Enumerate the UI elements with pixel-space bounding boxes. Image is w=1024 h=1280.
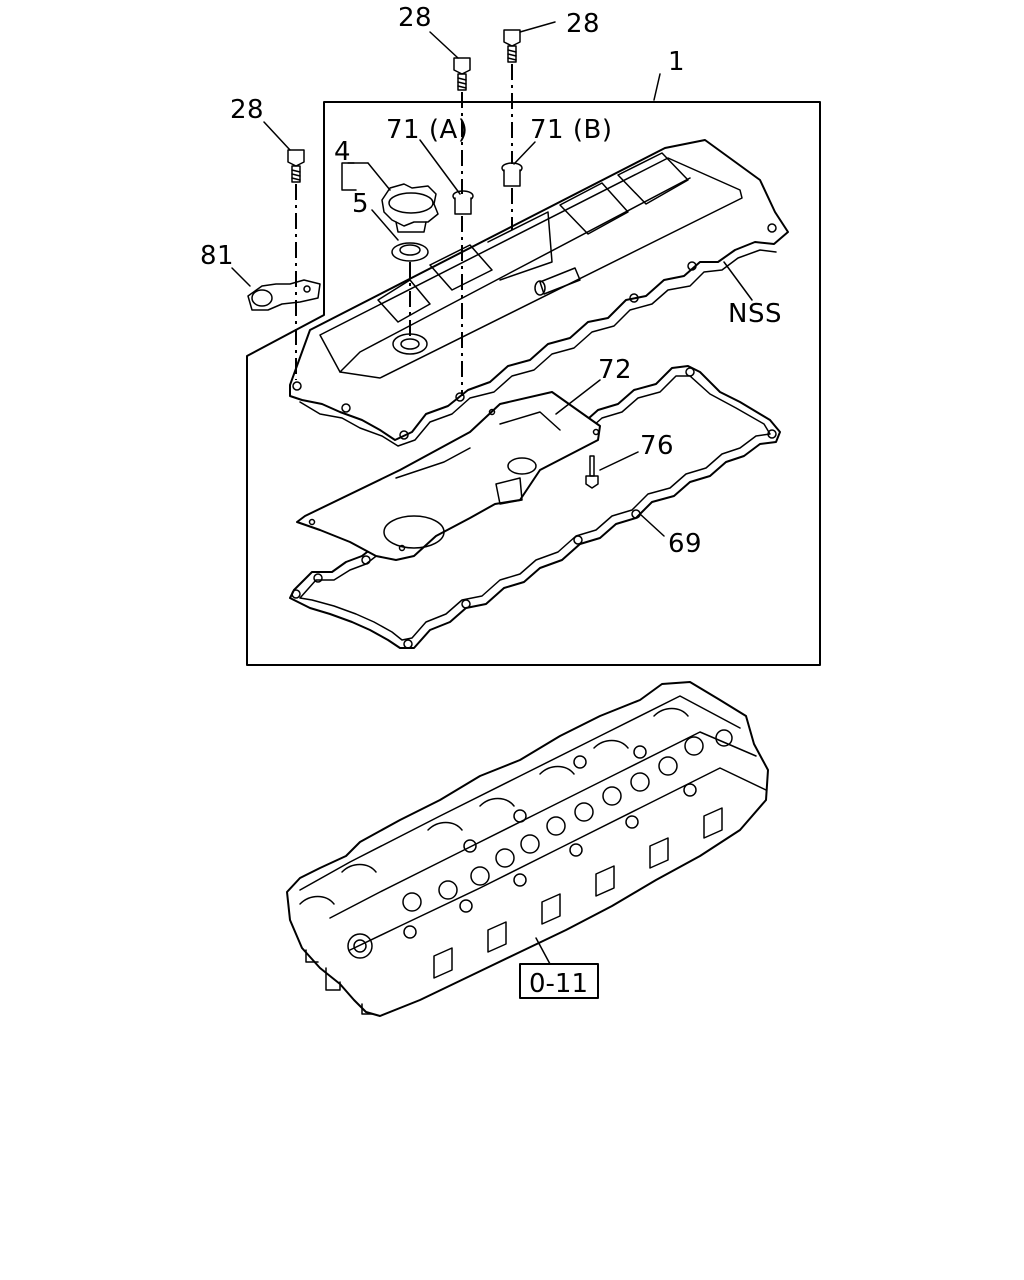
clip-81 bbox=[247, 279, 321, 311]
bolt-28-right bbox=[503, 29, 521, 63]
callout-71b: 71 (B) bbox=[530, 115, 612, 145]
baffle-plate-72 bbox=[296, 391, 601, 561]
assembly-frame-1 bbox=[246, 101, 821, 666]
reference-label: 0-11 bbox=[529, 969, 588, 999]
callout-28-left: 28 bbox=[230, 95, 264, 125]
callout-nss: NSS bbox=[728, 299, 782, 329]
grommet-71b bbox=[501, 162, 523, 187]
valve-cover bbox=[289, 139, 789, 447]
callout-76: 76 bbox=[640, 431, 674, 461]
callout-labels: 1 28 28 28 71 (A) 71 (B) 4 5 81 NSS 72 7… bbox=[200, 3, 782, 559]
callout-5: 5 bbox=[352, 189, 369, 219]
leader-lines bbox=[231, 21, 753, 965]
callout-4: 4 bbox=[334, 137, 351, 167]
bolt-76 bbox=[585, 455, 599, 489]
callout-72: 72 bbox=[598, 355, 632, 385]
grommet-71a bbox=[452, 190, 474, 215]
callout-81: 81 bbox=[200, 241, 234, 271]
bolt-28-mid bbox=[453, 57, 471, 91]
bolt-28-left bbox=[287, 149, 305, 183]
callout-1: 1 bbox=[668, 47, 685, 77]
assembly-lines bbox=[295, 64, 513, 396]
cylinder-head bbox=[286, 681, 769, 1017]
oil-filler-cap-4 bbox=[381, 183, 439, 233]
callout-28-mid: 28 bbox=[398, 3, 432, 33]
callout-28-right: 28 bbox=[566, 9, 600, 39]
reference-box: 0-11 bbox=[519, 963, 599, 999]
seal-ring-5 bbox=[391, 242, 429, 262]
callout-71a: 71 (A) bbox=[386, 115, 468, 145]
callout-69: 69 bbox=[668, 529, 702, 559]
